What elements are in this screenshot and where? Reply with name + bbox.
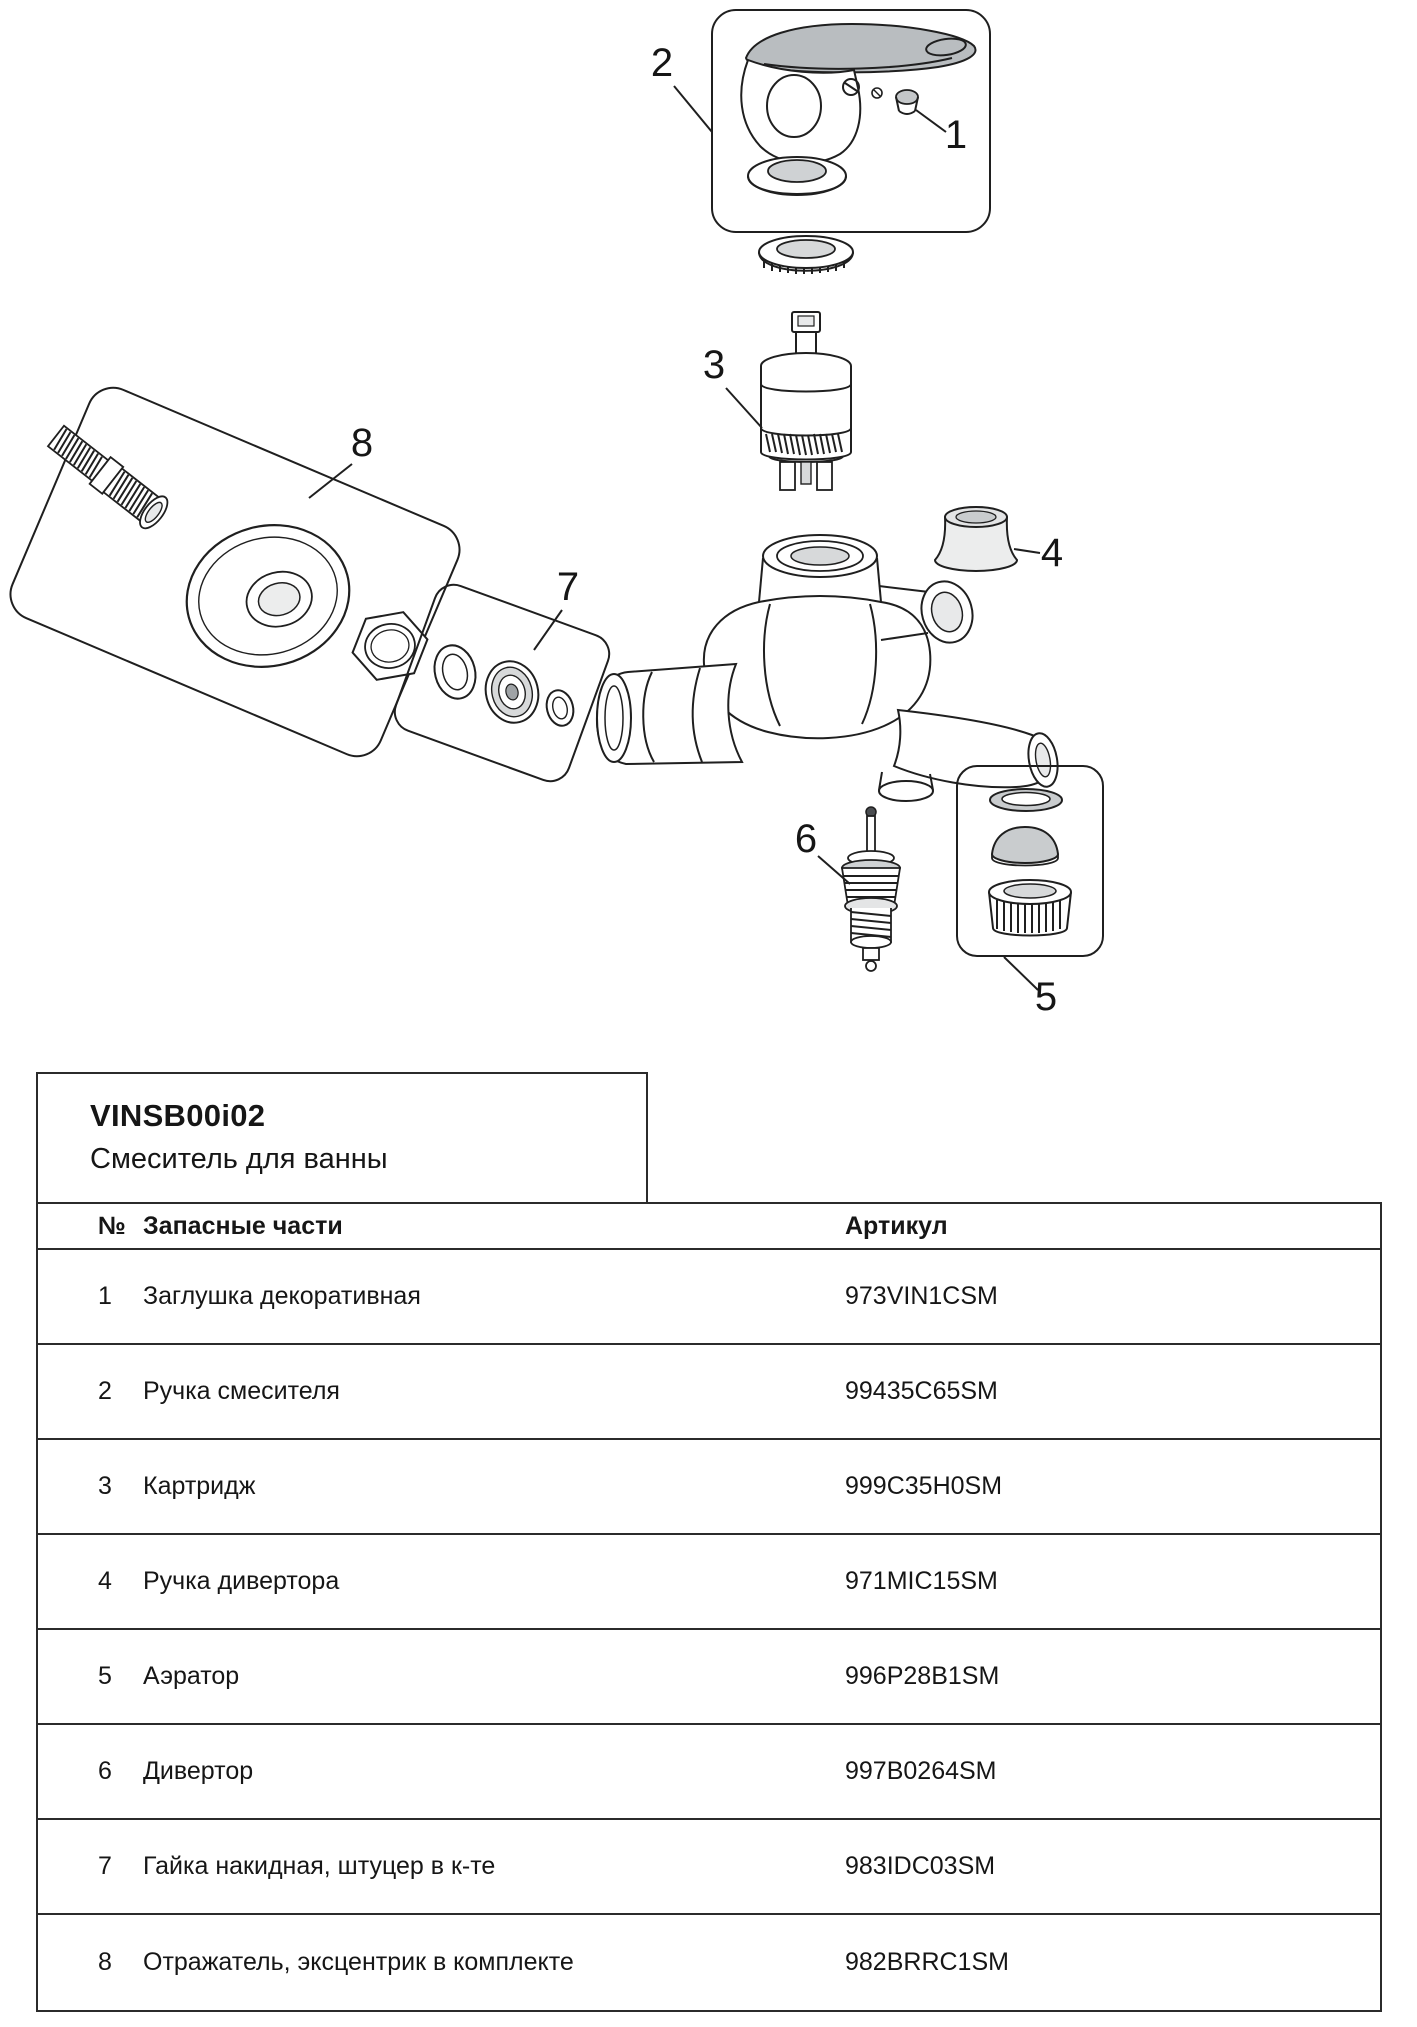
table-header-row: № Запасные части Артикул bbox=[38, 1204, 1380, 1250]
header-number: № bbox=[98, 1211, 126, 1240]
table-row: 4 Ручка дивертора 971MIC15SM bbox=[38, 1535, 1380, 1630]
header-sku: Артикул bbox=[845, 1211, 948, 1240]
diverter-cartridge-part bbox=[840, 806, 902, 972]
row-number: 3 bbox=[98, 1472, 112, 1500]
header-part-name: Запасные части bbox=[143, 1211, 343, 1240]
callout-7-line bbox=[533, 609, 563, 651]
row-number: 1 bbox=[98, 1282, 112, 1310]
wall-nut bbox=[351, 611, 429, 681]
mixer-handle bbox=[740, 22, 977, 164]
part-sku: 996P28B1SM bbox=[845, 1662, 1000, 1690]
row-number: 4 bbox=[98, 1567, 112, 1595]
callout-3-line bbox=[725, 387, 763, 429]
decorative-plug-part bbox=[871, 87, 919, 115]
aerator-insert bbox=[990, 825, 1060, 867]
row-number: 7 bbox=[98, 1852, 112, 1880]
part-name: Ручка дивертора bbox=[143, 1567, 340, 1595]
product-title-box: VINSB00i02 Смеситель для ванны bbox=[36, 1072, 648, 1204]
aerator-detail-box bbox=[956, 765, 1104, 957]
part-name: Гайка накидная, штуцер в к-те bbox=[143, 1852, 496, 1880]
callout-7-label: 7 bbox=[557, 565, 579, 609]
part-name: Заглушка декоративная bbox=[143, 1282, 421, 1310]
eccentric-connector bbox=[46, 424, 169, 530]
part-sku: 983IDC03SM bbox=[845, 1852, 996, 1880]
exploded-view-diagram: 2 1 3 4 5 6 7 8 bbox=[9, 9, 1104, 1019]
table-row: 1 Заглушка декоративная 973VIN1CSM bbox=[38, 1250, 1380, 1345]
union-oring bbox=[545, 689, 575, 727]
part-name: Аэратор bbox=[143, 1662, 240, 1690]
callout-4-line bbox=[1013, 548, 1041, 554]
part-name: Ручка смесителя bbox=[143, 1377, 340, 1405]
part-sku: 982BRRC1SM bbox=[845, 1948, 1009, 1976]
callout-1-line bbox=[915, 109, 947, 133]
callout-5-label: 5 bbox=[1035, 975, 1057, 1019]
part-sku: 99435C65SM bbox=[845, 1377, 998, 1405]
diverter-knob-part bbox=[933, 506, 1019, 572]
callout-2-label: 2 bbox=[651, 41, 673, 85]
union-detail-box bbox=[393, 583, 611, 783]
table-row: 3 Картридж 999C35H0SM bbox=[38, 1440, 1380, 1535]
part-sku: 971MIC15SM bbox=[845, 1567, 998, 1595]
callout-5-line bbox=[1003, 956, 1039, 991]
row-number: 8 bbox=[98, 1948, 112, 1976]
handle-skirt bbox=[747, 156, 847, 196]
row-number: 6 bbox=[98, 1757, 112, 1785]
table-row: 2 Ручка смесителя 99435C65SM bbox=[38, 1345, 1380, 1440]
part-name: Картридж bbox=[143, 1472, 256, 1500]
aerator-gasket bbox=[989, 788, 1063, 812]
spout bbox=[595, 662, 744, 766]
callout-8-line bbox=[308, 463, 353, 499]
part-name: Дивертор bbox=[143, 1757, 254, 1785]
handle-detail-box bbox=[711, 9, 991, 233]
table-row: 7 Гайка накидная, штуцер в к-те 983IDC03… bbox=[38, 1820, 1380, 1915]
escutcheon-reflector bbox=[185, 524, 351, 668]
product-name: Смеситель для ванны bbox=[90, 1143, 388, 1175]
part-name: Отражатель, эксцентрик в комплекте bbox=[143, 1948, 574, 1976]
row-number: 5 bbox=[98, 1662, 112, 1690]
callout-3-label: 3 bbox=[703, 343, 725, 387]
aerator-ring bbox=[988, 879, 1072, 937]
table-row: 6 Дивертор 997B0264SM bbox=[38, 1725, 1380, 1820]
product-code: VINSB00i02 bbox=[90, 1098, 266, 1133]
spare-parts-table: № Запасные части Артикул 1 Заглушка деко… bbox=[36, 1202, 1382, 2012]
callout-6-label: 6 bbox=[795, 817, 817, 861]
row-number: 2 bbox=[98, 1377, 112, 1405]
callout-6-line bbox=[817, 855, 851, 885]
union-washer bbox=[433, 644, 477, 700]
union-fitting bbox=[484, 660, 540, 724]
faucet-body bbox=[702, 534, 974, 740]
callout-2-line bbox=[673, 85, 713, 133]
callout-1-label: 1 bbox=[945, 113, 967, 157]
part-sku: 997B0264SM bbox=[845, 1757, 997, 1785]
cartridge-part bbox=[760, 311, 852, 491]
locking-ring bbox=[758, 235, 854, 274]
callout-4-label: 4 bbox=[1041, 531, 1063, 575]
part-sku: 999C35H0SM bbox=[845, 1472, 1003, 1500]
part-sku: 973VIN1CSM bbox=[845, 1282, 998, 1310]
table-row: 8 Отражатель, эксцентрик в комплекте 982… bbox=[38, 1915, 1380, 2010]
callout-8-label: 8 bbox=[351, 421, 373, 465]
table-row: 5 Аэратор 996P28B1SM bbox=[38, 1630, 1380, 1725]
shower-outlet bbox=[878, 708, 1059, 802]
